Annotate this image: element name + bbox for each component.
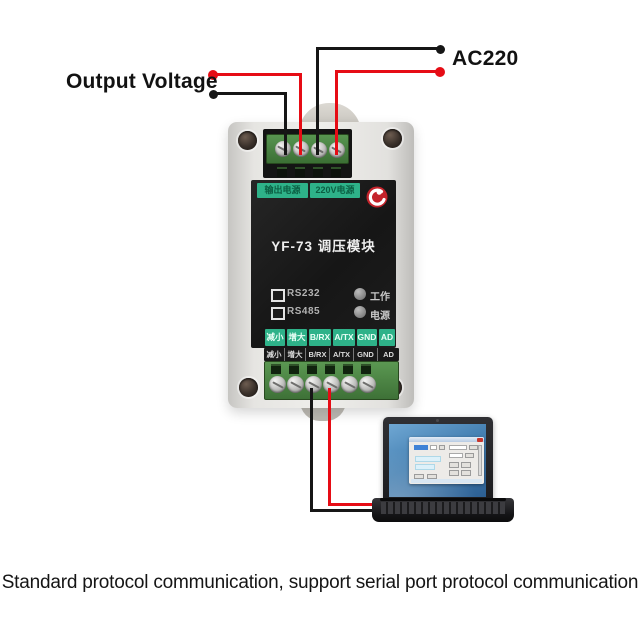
ac220-label: AC220 xyxy=(452,47,519,70)
strip-label: B/RX xyxy=(309,329,331,346)
terminal-label: AD xyxy=(383,350,394,359)
close-button-icon xyxy=(477,438,483,442)
screw-terminal xyxy=(275,141,291,157)
strip-label: 增大 xyxy=(287,329,307,346)
power-led-label: 电源 xyxy=(370,311,390,322)
app-title-bar xyxy=(409,437,484,442)
app-button xyxy=(469,445,478,450)
rs485-label: RS485 xyxy=(287,306,321,317)
screw-terminal xyxy=(287,376,304,393)
laptop-screen xyxy=(389,424,486,497)
webcam-icon xyxy=(436,419,439,422)
app-status-bar xyxy=(411,479,482,483)
laptop-keyboard xyxy=(381,502,505,514)
rs232-checkbox-icon xyxy=(271,289,285,302)
app-scrollbar xyxy=(478,445,482,476)
terminal-label: GND xyxy=(354,348,378,361)
terminal-slot xyxy=(361,364,371,374)
terminal-slot xyxy=(343,364,353,374)
power-led-icon xyxy=(354,306,366,318)
app-button xyxy=(427,474,437,479)
module-title: YF-73 调压模块 xyxy=(271,239,376,254)
top-terminal-block xyxy=(263,129,352,178)
terminal-slot xyxy=(325,364,335,374)
terminal-pin xyxy=(277,167,287,177)
output-voltage-black-wire xyxy=(213,92,287,95)
config-app-window xyxy=(409,437,484,484)
mounting-hole xyxy=(383,129,402,148)
strip-label: A/TX xyxy=(333,329,355,346)
laptop-lid xyxy=(383,417,493,506)
strip-label: 减小 xyxy=(265,329,285,346)
terminal-label: B/RX xyxy=(306,348,330,361)
output-voltage-label: Output Voltage xyxy=(66,70,218,93)
app-field xyxy=(449,445,467,450)
screw-terminal xyxy=(305,376,322,393)
terminal-label: A/TX xyxy=(330,348,354,361)
app-button xyxy=(439,445,445,450)
serial-red-wire xyxy=(328,503,382,506)
app-field xyxy=(449,453,463,458)
terminal-slot xyxy=(289,364,299,374)
terminal-slot xyxy=(307,364,317,374)
strip-label: AD xyxy=(379,329,395,346)
serial-red-wire xyxy=(328,388,331,506)
screw-terminal xyxy=(323,376,340,393)
front-panel: 输出电源 220V电源 YF-73 调压模块 RS232 RS485 工作 电源… xyxy=(251,180,396,348)
voltage-regulator-module: 输出电源 220V电源 YF-73 调压模块 RS232 RS485 工作 电源… xyxy=(228,88,414,428)
laptop xyxy=(372,414,514,524)
app-dropdown xyxy=(414,445,428,450)
terminal-slot xyxy=(271,364,281,374)
ac220-black-wire xyxy=(316,47,441,50)
ac220-red-wire xyxy=(335,70,441,73)
output-power-label: 输出电源 xyxy=(257,183,308,198)
terminal-pin xyxy=(313,167,323,177)
ac220-black-wire xyxy=(316,47,319,155)
caption-text: Standard protocol communication, support… xyxy=(1,572,639,593)
ac220-red-wire xyxy=(335,70,338,155)
rs485-checkbox-icon xyxy=(271,307,285,320)
wire-dot-red xyxy=(208,70,218,80)
wire-dot-black xyxy=(436,45,445,54)
screw-terminal xyxy=(311,142,327,158)
app-button xyxy=(449,470,459,476)
rs232-label: RS232 xyxy=(287,288,321,299)
screw-terminal xyxy=(359,376,376,393)
serial-black-wire xyxy=(310,509,386,512)
app-button xyxy=(414,474,424,479)
serial-black-wire xyxy=(310,388,313,512)
output-voltage-red-wire xyxy=(213,73,302,76)
output-voltage-black-wire xyxy=(284,92,287,155)
bottom-terminal-block xyxy=(264,361,399,400)
mounting-hole xyxy=(238,131,257,150)
screw-terminal xyxy=(269,376,286,393)
terminal-label: 减小 xyxy=(264,348,285,361)
app-button xyxy=(461,470,471,476)
terminal-pin xyxy=(331,167,341,177)
laptop-hinge xyxy=(380,498,506,501)
app-button xyxy=(461,462,471,468)
bottom-terminal-label-strip: 减小 增大 B/RX A/TX GND AD xyxy=(264,348,399,361)
wire-dot-black xyxy=(209,90,218,99)
terminal-label: 增大 xyxy=(285,348,306,361)
mounting-hole xyxy=(239,378,258,397)
app-field xyxy=(430,445,437,450)
strip-label: GND xyxy=(357,329,377,346)
wire-dot-red xyxy=(435,67,445,77)
220v-power-label: 220V电源 xyxy=(310,183,360,198)
app-value-readout xyxy=(415,464,435,470)
app-button xyxy=(449,462,459,468)
work-led-icon xyxy=(354,288,366,300)
brand-swirl-logo-icon xyxy=(366,186,388,208)
work-led-label: 工作 xyxy=(370,292,390,303)
app-button xyxy=(465,453,474,458)
output-voltage-red-wire xyxy=(299,73,302,155)
terminal-pin xyxy=(295,167,305,177)
screw-terminal xyxy=(341,376,358,393)
app-value-readout xyxy=(415,456,441,462)
